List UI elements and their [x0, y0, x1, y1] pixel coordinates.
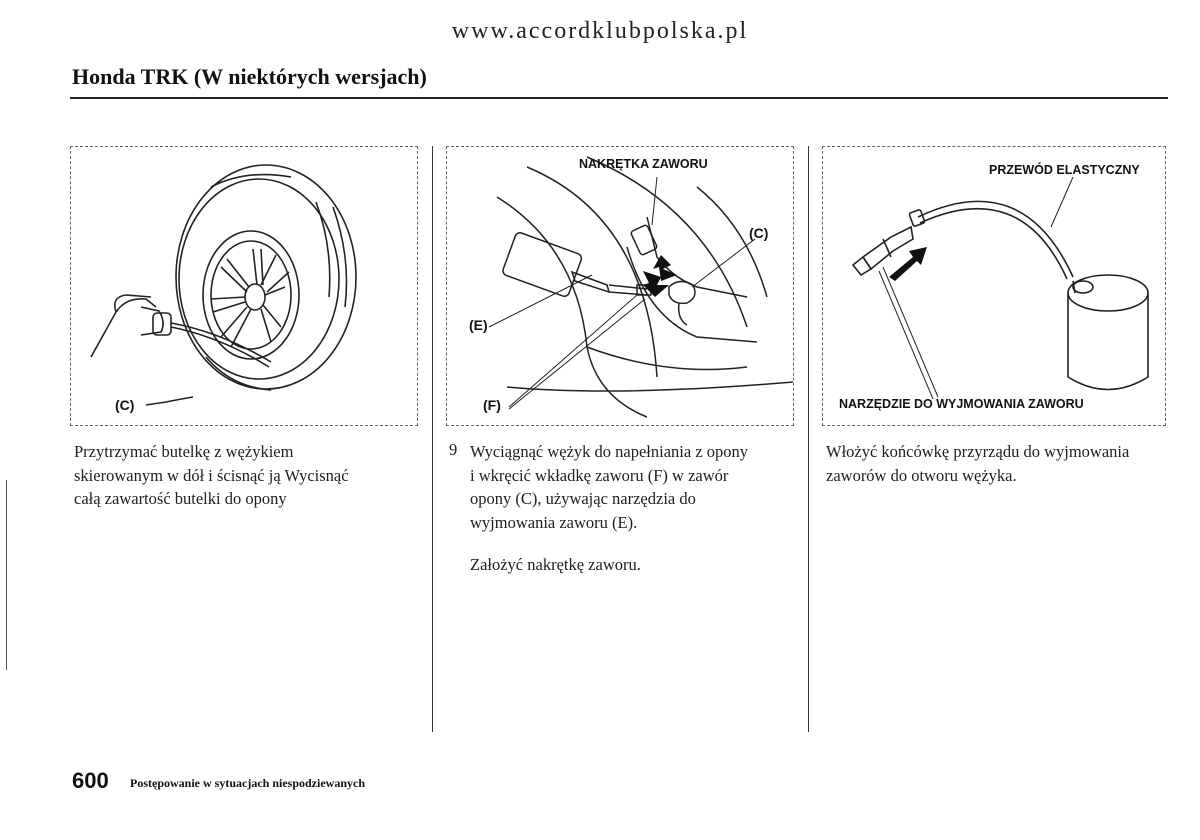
page-title: Honda TRK (W niektórych wersjach) [72, 64, 427, 89]
text-line: opony (C), używając narzędzia do [470, 489, 696, 508]
note-cap: Założyć nakrętkę zaworu. [470, 555, 641, 574]
callout-e: (E) [469, 317, 488, 333]
callout-c-left: (C) [115, 397, 135, 413]
text-line: i wkręcić wkładkę zaworu (F) w zawór [470, 465, 729, 485]
callout-valve-nut: NAKRĘTKA ZAWORU [579, 157, 708, 171]
callout-hose: PRZEWÓD ELASTYCZNY [989, 163, 1140, 177]
instruction-right: Włożyć końcówkę przyrządu do wyjmowania … [826, 440, 1176, 487]
text-line: Wyciągnąć wężyk do napełniania z opony [470, 442, 749, 461]
text-line: zaworów do otworu wężyka. [826, 465, 1017, 485]
instruction-left: Przytrzymać butelkę z wężykiem skierowan… [74, 440, 424, 511]
section-title: Postępowanie w sytuacjach niespodziewany… [130, 776, 366, 790]
site-url: www.accordklubpolska.pl [451, 18, 749, 44]
column-divider-2 [808, 146, 809, 732]
figure-valve-insert: NAKRĘTKA ZAWORU (C) (E) (F) [446, 146, 794, 426]
callout-f: (F) [483, 397, 501, 413]
text-line: skierowanym w dół i ścisnąć ją Wycisnąć [74, 465, 349, 485]
text-line: Włożyć końcówkę przyrządu do wyjmowania [826, 442, 1130, 461]
text-line: Przytrzymać butelkę z wężykiem [74, 442, 294, 461]
figure-valve-tool-hose: PRZEWÓD ELASTYCZNY NARZĘDZIE DO WYJMOWAN… [822, 146, 1166, 426]
column-divider-1 [432, 146, 433, 732]
text-line: całą zawartość butelki do opony [74, 489, 287, 508]
callout-c-middle: (C) [749, 225, 769, 241]
instruction-step-9: Wyciągnąć wężyk do napełniania z opony i… [470, 440, 800, 534]
title-divider [70, 97, 1168, 99]
page-number: 600 [72, 768, 109, 793]
margin-mark [6, 480, 7, 670]
text-line: wyjmowania zaworu (E). [470, 512, 638, 532]
callout-valve-tool: NARZĘDZIE DO WYJMOWANIA ZAWORU [839, 397, 1084, 411]
figure-tire-bottle: (C) [70, 146, 418, 426]
step-number: 9 [449, 440, 458, 459]
